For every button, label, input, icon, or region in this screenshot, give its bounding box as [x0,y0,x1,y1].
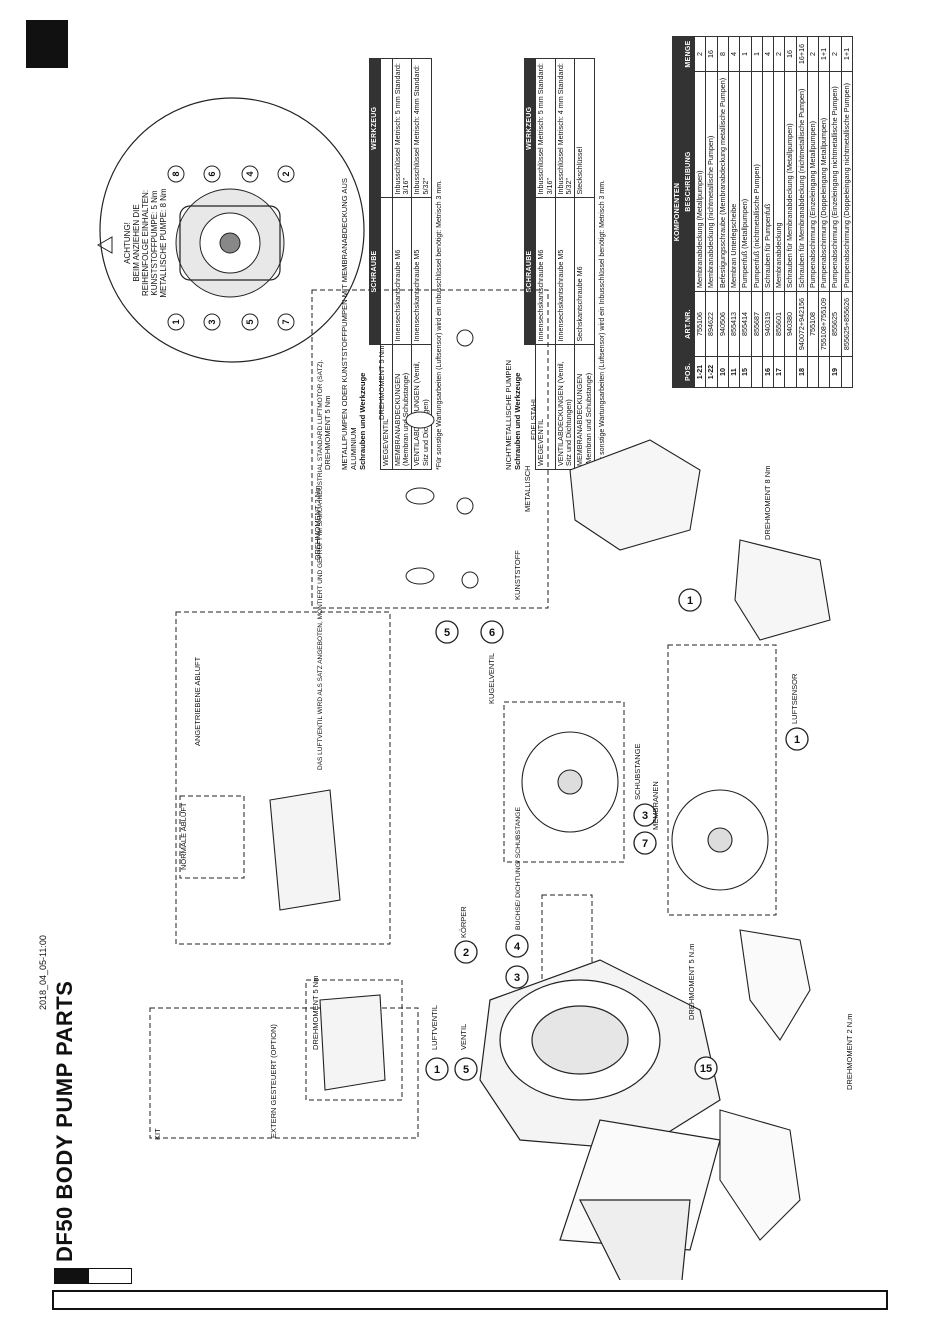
kit-boxes [149,289,777,1139]
print-date: 2018_04_05-11:00 [38,935,48,1010]
diaphragms [521,731,769,891]
footer-marker [54,1268,88,1284]
diagram-labels: KIT EXTERN GESTEUERT (OPTION) DREHMOMENT… [153,346,854,1140]
diaphragm-covers [569,439,831,641]
svg-text:15: 15 [700,1063,712,1075]
svg-text:1: 1 [434,1064,440,1076]
label-luftsensor: LUFTSENSOR [790,673,799,724]
label-schubstange: SCHUBSTANGE [633,743,642,800]
bolt-number: 7 [281,319,291,324]
footer-marker-box [88,1268,132,1284]
bolt-number: 5 [245,319,255,324]
warning-line: ACHTUNG! [123,222,132,264]
footer-bar [52,1290,888,1310]
label-luftventil-note: DAS LUFTVENTIL WIRD ALS SATZ ANGEBOTEN, … [316,359,324,770]
label-edelstahl: EDELSTAHL [529,397,538,440]
label-ventil: VENTIL [459,1024,468,1050]
label-koerper: KÖRPER [459,906,468,938]
warning-line: REIHENFOLGE EINHALTEN: [141,190,150,296]
valve-components [405,329,479,589]
svg-text:7: 7 [642,838,648,850]
bolt-number: 8 [171,171,181,176]
svg-text:1: 1 [794,734,800,746]
svg-text:5: 5 [444,627,450,639]
label-extern: EXTERN GESTEUERT (OPTION) [269,1024,278,1138]
bolt-number: 6 [207,171,217,176]
svg-text:4: 4 [514,941,521,953]
warning-line: KUNSTSTOFFPUMPE: 5 Nm [150,190,159,296]
svg-text:3: 3 [514,972,520,984]
label-drehmoment: DREHMOMENT 5 Nm [377,346,386,420]
label-normale-abluft: NORMALE ABLUFT [179,802,188,870]
svg-text:5: 5 [463,1064,469,1076]
bolt-number: 4 [245,171,255,176]
label-luftventil: LUFTVENTIL [430,1005,439,1050]
label-drehmoment: DREHMOMENT 5 N.m [687,943,696,1020]
label-buchse: BUCHSE/ DICHTUNG/ SCHUBSTANGE [515,807,522,930]
label-kit: KIT [153,1128,162,1140]
label-drehmoment: DREHMOMENT 2 N.m [845,1013,854,1090]
torque-sequence-diagram: 8 6 4 2 1 3 5 7 ACHTUNG! BEIM ANZIEHEN D… [96,97,365,363]
label-drehmoment: DREHMOMENT 2 Nm [313,486,322,560]
pump-body [479,959,721,1280]
label-drehmoment: DREHMOMENT 8 Nm [763,466,772,540]
svg-text:3: 3 [642,810,648,822]
label-angetriebene-abluft: ANGETRIEBENE ABLUFT [193,656,202,746]
bolt-number: 1 [171,319,181,324]
warning-line: METALLISCHE PUMPE: 8 Nm [159,188,168,298]
svg-text:2: 2 [463,947,469,959]
exploded-diagram: 8 6 4 2 1 3 5 7 ACHTUNG! BEIM ANZIEHEN D… [96,97,854,1280]
label-metallisch: METALLISCH [523,465,532,512]
label-drehmoment: DREHMOMENT 5 Nm [323,396,332,470]
warning-icon [96,236,113,254]
pump-feet [719,929,811,1241]
bolt-number: 2 [281,171,291,176]
svg-text:6: 6 [489,627,495,639]
label-membranen: MEMBRANEN [651,781,660,830]
label-kugelventil: KUGELVENTIL [487,653,496,704]
warning-line: BEIM ANZIEHEN DIE [132,204,141,281]
label-kunststoff: KUNSTSTOFF [513,550,522,600]
bolt-number: 3 [207,319,217,324]
corner-tab [26,20,68,68]
label-drehmoment: DREHMOMENT 5 Nm [311,976,320,1050]
air-valve [269,789,386,1091]
svg-text:1: 1 [687,595,693,607]
